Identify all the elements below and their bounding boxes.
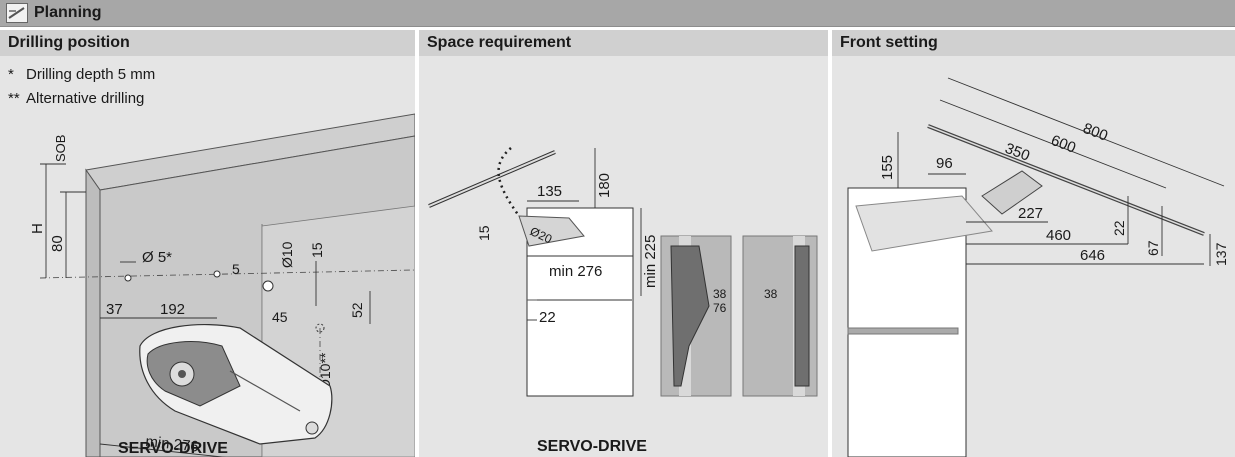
dia-5: Ø 5* [142,249,172,266]
dim-800: 800 [1081,120,1110,145]
panel-header: Space requirement [419,30,828,56]
dim-52: 52 [349,302,365,318]
dim-38-b: 38 [764,287,778,301]
dia-10: Ø10 [279,241,295,268]
panel-header: Drilling position [0,30,415,56]
planning-header: Planning [0,0,1235,27]
space-diagram: 135 180 15 Ø20 min 225 min 276 22 38 76 … [428,147,818,455]
panel-title: Front setting [840,34,938,51]
dim-135: 135 [537,183,562,200]
dim-37: 37 [106,301,123,318]
drilling-position-panel: Drilling position *Drilling depth 5 mm *… [0,30,415,457]
dim-137: 137 [1213,242,1229,266]
sob-label: SOB [53,135,68,162]
dim-600: 600 [1049,132,1078,157]
front-diagram: 800 600 350 155 96 227 460 22 67 646 137 [847,77,1229,457]
dim-227: 227 [1018,205,1043,222]
dim-22: 22 [539,309,556,326]
front-setting-panel: Front setting 800 600 350 155 96 227 460… [832,30,1235,457]
dim-80: 80 [49,235,66,252]
dim-45: 45 [272,309,288,325]
drill-hole-10 [262,280,274,292]
note-drilling-depth: *Drilling depth 5 mm [8,66,156,83]
dim-96: 96 [936,155,953,172]
space-requirement-panel: Space requirement 135 180 15 Ø20 min 225… [419,30,828,457]
dim-460: 460 [1046,227,1071,244]
dim-38: 38 [713,287,727,301]
planning-icon [6,3,28,23]
brand-label: SERVO-DRIVE [118,440,228,457]
dim-15: 15 [476,225,492,241]
dim-192: 192 [160,301,185,318]
page-title: Planning [34,4,102,21]
min-276: min 276 [549,263,602,280]
dim-76: 76 [713,301,727,315]
dim-67: 67 [1145,240,1161,256]
alt-drill-hole [315,323,325,333]
drilling-diagram: SOB H 80 Ø 5* 37 192 5 Ø10 15 45 52 Ø10*… [29,113,415,457]
dim-350: 350 [1003,140,1032,165]
min-225: min 225 [642,235,659,288]
dim-155: 155 [879,155,896,180]
servo-drive-mechanism [139,323,333,445]
panel-title: Space requirement [427,34,572,51]
drill-hole [124,274,132,282]
note-alternative-drilling: **Alternative drilling [8,90,145,107]
drill-hole [213,270,221,278]
dim-22: 22 [1111,220,1127,236]
dim-15: 15 [309,242,325,258]
dim-180: 180 [596,173,613,198]
min-276: min 276 [145,433,200,455]
cabinet-side [85,168,101,457]
panel-title: Drilling position [8,34,130,51]
dim-5: 5 [232,261,240,277]
dim-646: 646 [1080,247,1105,264]
panel-header: Front setting [832,30,1235,56]
brand-label: SERVO-DRIVE [537,438,647,455]
h-label: H [29,223,46,234]
